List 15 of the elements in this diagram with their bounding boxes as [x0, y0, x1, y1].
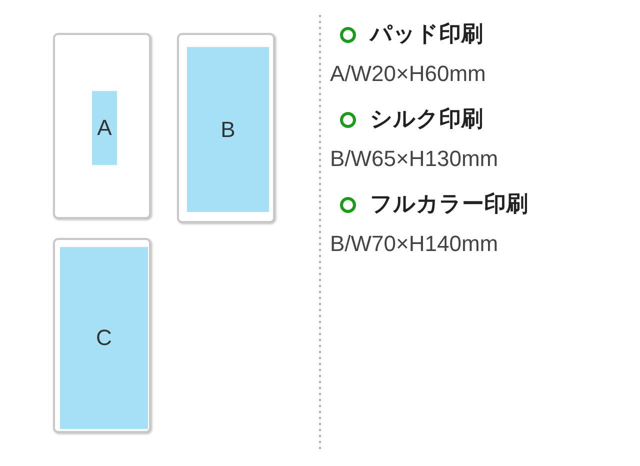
size-spec: A/W20×H60mm — [330, 61, 486, 87]
print-area — [187, 47, 269, 212]
device-outline — [53, 33, 151, 219]
size-spec: B/W70×H140mm — [330, 231, 498, 257]
method-heading: フルカラー印刷 — [370, 191, 528, 219]
device-outline — [53, 238, 151, 433]
print-area — [60, 247, 148, 429]
area-letter: C — [96, 325, 112, 351]
method-heading: シルク印刷 — [370, 106, 483, 134]
area-letter: B — [220, 116, 236, 142]
method-heading: パッド印刷 — [370, 21, 483, 49]
device-outline — [177, 33, 275, 223]
size-spec: B/W65×H130mm — [330, 146, 498, 172]
print-area — [92, 91, 117, 165]
area-letter: A — [97, 115, 112, 141]
